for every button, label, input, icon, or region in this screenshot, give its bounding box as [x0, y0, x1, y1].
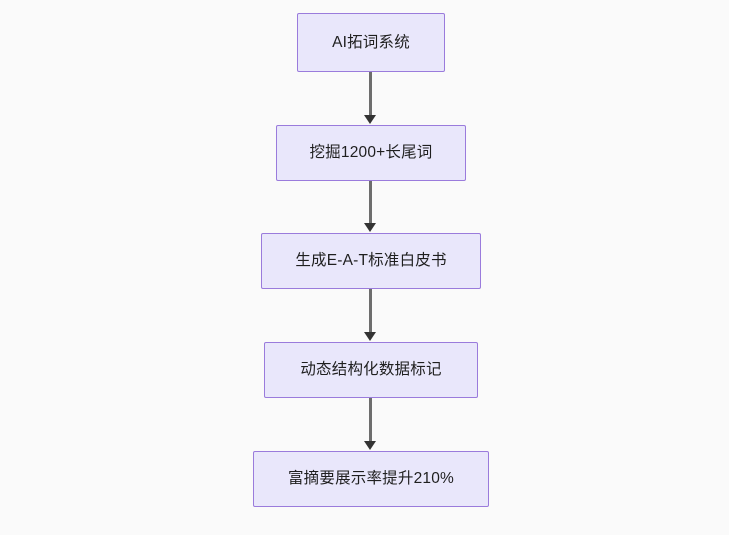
flowchart-node-n1[interactable]: AI拓词系统	[297, 13, 445, 72]
flowchart-edge-n4-n5-line	[369, 398, 372, 443]
flowchart-node-n5-label: 富摘要展示率提升210%	[287, 470, 455, 488]
flowchart-node-n4-label: 动态结构化数据标记	[300, 361, 442, 379]
flowchart-node-n2[interactable]: 挖掘1200+长尾词	[276, 125, 466, 181]
flowchart-node-n5[interactable]: 富摘要展示率提升210%	[253, 451, 489, 507]
flowchart-edge-n2-n3-line	[369, 181, 372, 225]
flowchart-node-n3-label: 生成E-A-T标准白皮书	[295, 252, 447, 270]
down-arrow-icon	[364, 441, 376, 450]
flowchart-edge-n1-n2-line	[369, 72, 372, 117]
flowchart-node-n1-label: AI拓词系统	[332, 33, 410, 51]
flowchart-node-n2-label: 挖掘1200+长尾词	[309, 144, 433, 162]
flowchart-edge-n3-n4-line	[369, 289, 372, 334]
down-arrow-icon	[364, 115, 376, 124]
flowchart-node-n3[interactable]: 生成E-A-T标准白皮书	[261, 233, 481, 289]
flowchart-node-n4[interactable]: 动态结构化数据标记	[264, 342, 478, 398]
down-arrow-icon	[364, 223, 376, 232]
down-arrow-icon	[364, 332, 376, 341]
